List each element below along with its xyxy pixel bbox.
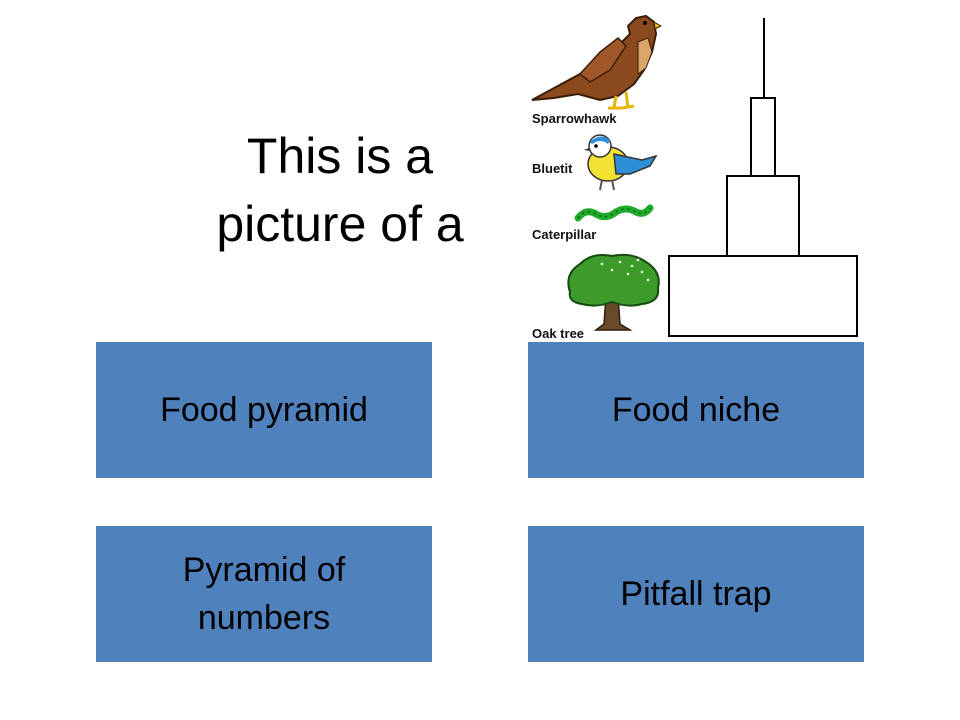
answer-food-niche[interactable]: Food niche [528, 342, 864, 478]
caterpillar-icon [574, 204, 654, 222]
answer-food-pyramid[interactable]: Food pyramid [96, 342, 432, 478]
question-line-1: This is a [246, 128, 434, 184]
answer-label-line-1: Pyramid of [182, 551, 346, 589]
organism-label-caterpillar: Caterpillar [532, 227, 597, 242]
organism-label-sparrowhawk: Sparrowhawk [532, 111, 617, 126]
organism-label-oak-tree: Oak tree [532, 326, 585, 341]
answer-label: Food pyramid [160, 391, 368, 429]
pyramid-bar-bluetit [750, 97, 776, 177]
answer-label: Pitfall trap [620, 575, 772, 613]
sparrowhawk-icon [531, 14, 663, 110]
answer-label: Food niche [611, 391, 781, 429]
answer-pyramid-of-numbers[interactable]: Pyramid of numbers [96, 526, 432, 662]
answer-pitfall-trap[interactable]: Pitfall trap [528, 526, 864, 662]
answer-label-line-2: numbers [197, 599, 331, 637]
pyramid-diagram [668, 18, 858, 337]
question-line-2: picture of a [216, 196, 464, 252]
organism-label-bluetit: Bluetit [532, 161, 573, 176]
question-text: This is a picture of a [170, 122, 510, 258]
bluetit-icon [584, 134, 658, 191]
pyramid-bar-oak-tree [668, 255, 858, 337]
pyramid-bar-caterpillar [726, 175, 800, 257]
oak-tree-icon [567, 253, 660, 331]
